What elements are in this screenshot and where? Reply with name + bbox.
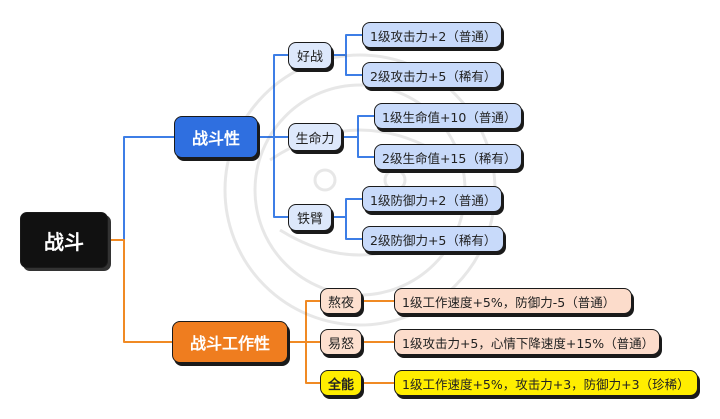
- level-label: 1级防御力+2（普通）: [370, 192, 497, 208]
- category-combat-work-label: 战斗工作性: [189, 334, 270, 353]
- trait-label: 熬夜: [327, 295, 354, 311]
- level-node: 1级生命值+10（普通）: [374, 103, 522, 129]
- root-node: 战斗: [20, 212, 108, 268]
- level-label: 2级防御力+5（稀有）: [370, 232, 497, 248]
- trait-node-vitality: 生命力: [288, 123, 342, 151]
- trait-node-iron-arm: 铁臂: [288, 204, 332, 231]
- trait-description-node: 1级攻击力+5，心情下降速度+15%（普通）: [394, 329, 660, 355]
- root-label: 战斗: [44, 229, 84, 254]
- trait-label: 全能: [327, 377, 354, 393]
- level-node: 2级防御力+5（稀有）: [362, 226, 504, 252]
- level-node: 1级攻击力+2（普通）: [362, 22, 502, 48]
- category-combat-label: 战斗性: [191, 129, 240, 148]
- level-node: 2级生命值+15（稀有）: [374, 144, 522, 170]
- level-label: 2级生命值+15（稀有）: [382, 150, 517, 166]
- level-node: 2级攻击力+5（稀有）: [362, 62, 502, 88]
- trait-node-belligerent: 好战: [288, 42, 332, 69]
- category-combat-node: 战斗性: [174, 116, 258, 158]
- trait-label: 好战: [296, 50, 323, 65]
- trait-description: 1级工作速度+5%，攻击力+3，防御力+3（珍稀）: [402, 376, 690, 392]
- trait-description-node: 1级工作速度+5%，防御力-5（普通）: [394, 288, 632, 314]
- level-label: 1级攻击力+2（普通）: [370, 28, 497, 44]
- trait-description-node: 1级工作速度+5%，攻击力+3，防御力+3（珍稀）: [394, 370, 698, 396]
- level-node: 1级防御力+2（普通）: [362, 186, 502, 212]
- trait-description: 1级攻击力+5，心情下降速度+15%（普通）: [402, 335, 655, 351]
- trait-node-night-owl: 熬夜: [320, 288, 362, 314]
- category-combat-work-node: 战斗工作性: [172, 321, 288, 363]
- level-label: 1级生命值+10（普通）: [382, 109, 517, 125]
- trait-node-irritable: 易怒: [320, 329, 362, 355]
- trait-label: 铁臂: [296, 212, 323, 227]
- level-label: 2级攻击力+5（稀有）: [370, 68, 497, 84]
- trait-node-versatile: 全能: [320, 370, 362, 396]
- trait-label: 易怒: [327, 336, 354, 352]
- trait-description: 1级工作速度+5%，防御力-5（普通）: [402, 294, 616, 310]
- trait-label: 生命力: [295, 131, 335, 147]
